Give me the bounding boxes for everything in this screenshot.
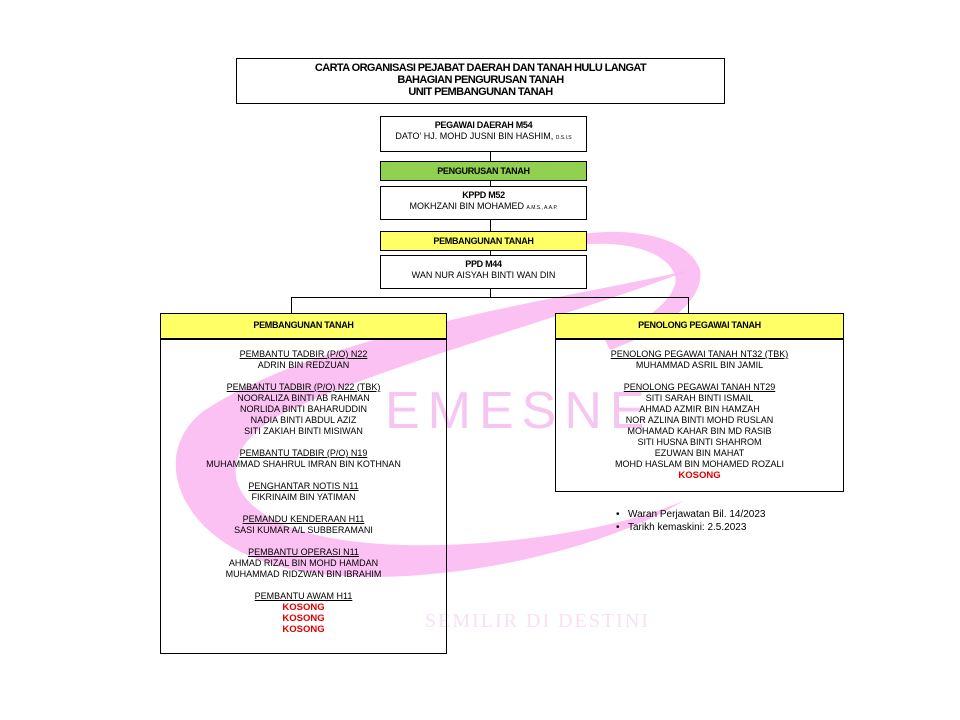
staff-name: NOR AZLINA BINTI MOHD RUSLAN — [625, 415, 774, 425]
staff-name: EZUWAN BIN MAHAT — [654, 448, 745, 458]
pegawai-daerah-name: DATO’ HJ. MOHD JUSNI BIN HASHIM, D.S.I.S — [395, 131, 572, 141]
staff-name: NORLIDA BINTI BAHARUDDIN — [239, 404, 368, 414]
staff-name: SITI ZAKIAH BINTI MISIWAN — [244, 426, 363, 436]
chart-title: CARTA ORGANISASI PEJABAT DAERAH DAN TANA… — [236, 58, 725, 104]
left-unit-header: PEMBANGUNAN TANAH — [160, 313, 447, 339]
staff-name: ADRIN BIN REDZUAN — [257, 360, 350, 370]
watermark-word: EMESNE — [385, 382, 653, 440]
connector — [291, 297, 688, 298]
kppd-honorific: A.M.S., A.A.P. — [526, 205, 558, 211]
title-line-1: CARTA ORGANISASI PEJABAT DAERAH DAN TANA… — [314, 62, 647, 74]
group-spacer — [161, 536, 446, 547]
watermark-arc — [575, 231, 701, 350]
vacant-position: KOSONG — [678, 470, 721, 481]
footnote-item: Tarikh kemaskini: 2.5.2023 — [616, 521, 766, 534]
right-unit-list: PENOLONG PEGAWAI TANAH NT32 (TBK)MUHAMMA… — [555, 339, 844, 492]
connector — [490, 181, 491, 186]
connector — [490, 289, 491, 297]
staff-name: MOHD HASLAM BIN MOHAMED ROZALI — [614, 459, 785, 469]
node-ppd: PPD M44 WAN NUR AISYAH BINTI WAN DIN — [380, 255, 587, 289]
staff-name: AHMAD RIZAL BIN MOHD HAMDAN — [228, 558, 379, 568]
position-heading: PEMANDU KENDERAAN H11 — [242, 514, 365, 524]
watermark-motto: SEMILIR DI DESTINI — [425, 610, 650, 632]
group-spacer — [161, 503, 446, 514]
position-heading: PEMBANTU OPERASI N11 — [248, 547, 359, 557]
staff-name: SASI KUMAR A/L SUBBERAMANI — [234, 525, 373, 535]
footnotes: Waran Perjawatan Bil. 14/2023 Tarikh kem… — [616, 508, 766, 534]
ppd-name: WAN NUR AISYAH BINTI WAN DIN — [411, 270, 556, 280]
position-heading: PENOLONG PEGAWAI TANAH NT32 (TBK) — [610, 349, 789, 359]
position-heading: PEMBANTU AWAM H11 — [254, 591, 353, 601]
pegawai-daerah-grade: PEGAWAI DAERAH M54 — [434, 120, 533, 130]
staff-name: SITI SARAH BINTI ISMAIL — [645, 393, 754, 403]
staff-name: NADIA BINTI ABDUL AZIZ — [250, 415, 357, 425]
staff-name: MUHAMMAD RIDZWAN BIN IBRAHIM — [225, 569, 382, 579]
staff-name: NOORALIZA BINTI AB RAHMAN — [237, 393, 370, 403]
title-line-2: BAHAGIAN PENGURUSAN TANAH — [397, 74, 564, 86]
position-heading: PENGHANTAR NOTIS N11 — [248, 481, 359, 491]
staff-name: SITI HUSNA BINTI SHAHROM — [637, 437, 762, 447]
connector — [688, 297, 689, 314]
staff-name: MUHAMMAD SHAHRUL IMRAN BIN KOTHNAN — [206, 459, 401, 469]
position-heading: PENOLONG PEGAWAI TANAH NT29 — [623, 382, 776, 392]
group-spacer — [161, 580, 446, 591]
vacant-position: KOSONG — [282, 602, 325, 613]
group-spacer — [161, 470, 446, 481]
right-unit-header: PENOLONG PEGAWAI TANAH — [555, 313, 844, 339]
staff-name: AHMAD AZMIR BIN HAMZAH — [639, 404, 760, 414]
footnote-item: Waran Perjawatan Bil. 14/2023 — [616, 508, 766, 521]
vacant-position: KOSONG — [282, 624, 325, 635]
position-heading: PEMBANTU TADBIR (P/O) N22 — [239, 349, 368, 359]
group-spacer — [161, 371, 446, 382]
connector — [490, 251, 491, 255]
pegawai-daerah-honorific: D.S.I.S — [555, 135, 572, 141]
kppd-name: MOKHZANI BIN MOHAMED A.M.S., A.A.P. — [409, 201, 558, 211]
group-spacer — [556, 371, 843, 382]
staff-name: MOHAMAD KAHAR BIN MD RASIB — [627, 426, 772, 436]
position-heading: PEMBANTU TADBIR (P/O) N19 — [239, 448, 368, 458]
kppd-grade: KPPD M52 — [462, 190, 505, 200]
ppd-grade: PPD M44 — [465, 259, 502, 269]
staff-name: FIKRINAIM BIN YATIMAN — [251, 492, 356, 502]
node-pengurusan-tanah: PENGURUSAN TANAH — [380, 161, 587, 181]
connector — [490, 220, 491, 231]
vacant-position: KOSONG — [282, 613, 325, 624]
position-heading: PEMBANTU TADBIR (P/O) N22 (TBK) — [226, 382, 381, 392]
node-pembangunan-tanah: PEMBANGUNAN TANAH — [380, 231, 587, 251]
connector — [291, 297, 292, 314]
group-spacer — [161, 437, 446, 448]
node-pegawai-daerah: PEGAWAI DAERAH M54 DATO’ HJ. MOHD JUSNI … — [380, 116, 587, 152]
title-line-3: UNIT PEMBANGUNAN TANAH — [408, 86, 553, 98]
connector — [490, 152, 491, 161]
staff-name: MUHAMMAD ASRIL BIN JAMIL — [635, 360, 764, 370]
node-kppd: KPPD M52 MOKHZANI BIN MOHAMED A.M.S., A.… — [380, 186, 587, 220]
